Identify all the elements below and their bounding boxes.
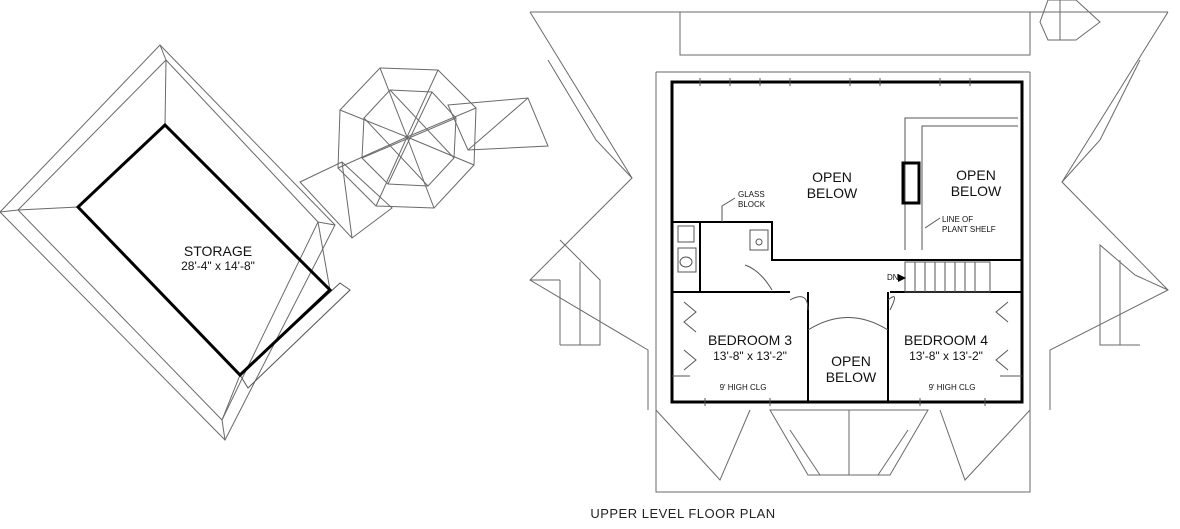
open-below-main-line1: OPEN xyxy=(812,169,852,185)
storage-size: 28'-4" x 14'-8" xyxy=(181,259,255,273)
house-roof xyxy=(529,0,1169,493)
connector-roof xyxy=(299,97,549,239)
upper-floor-walls xyxy=(670,78,1024,406)
open-below-main-line2: BELOW xyxy=(807,185,858,201)
plan-caption: UPPER LEVEL FLOOR PLAN xyxy=(590,506,775,521)
glass-block-line1: GLASS xyxy=(738,190,765,199)
bedroom3-name: BEDROOM 3 xyxy=(708,332,792,348)
plant-shelf-line1: LINE OF xyxy=(942,215,973,224)
storage-label: STORAGE 28'-4" x 14'-8" xyxy=(181,243,255,273)
storage-room xyxy=(75,122,333,378)
plant-shelf-line2: PLANT SHELF xyxy=(942,225,996,234)
open-below-right-line2: BELOW xyxy=(951,183,1002,199)
open-below-center-line2: BELOW xyxy=(826,369,877,385)
bedroom4-size: 13'-8" x 13'-2" xyxy=(909,349,983,363)
glass-block-line2: BLOCK xyxy=(738,200,766,209)
storage-roof xyxy=(0,44,351,441)
bedroom3-size: 13'-8" x 13'-2" xyxy=(713,349,787,363)
bedroom3-ceiling: 9' HIGH CLG xyxy=(720,383,767,392)
bedroom4-name: BEDROOM 4 xyxy=(904,332,988,348)
gazebo-roof xyxy=(337,67,477,209)
storage-name: STORAGE xyxy=(184,243,252,259)
open-below-right-line1: OPEN xyxy=(956,167,996,183)
bedroom4-ceiling: 9' HIGH CLG xyxy=(929,383,976,392)
open-below-center-line1: OPEN xyxy=(831,353,871,369)
stair-down-label: DN xyxy=(887,273,899,282)
